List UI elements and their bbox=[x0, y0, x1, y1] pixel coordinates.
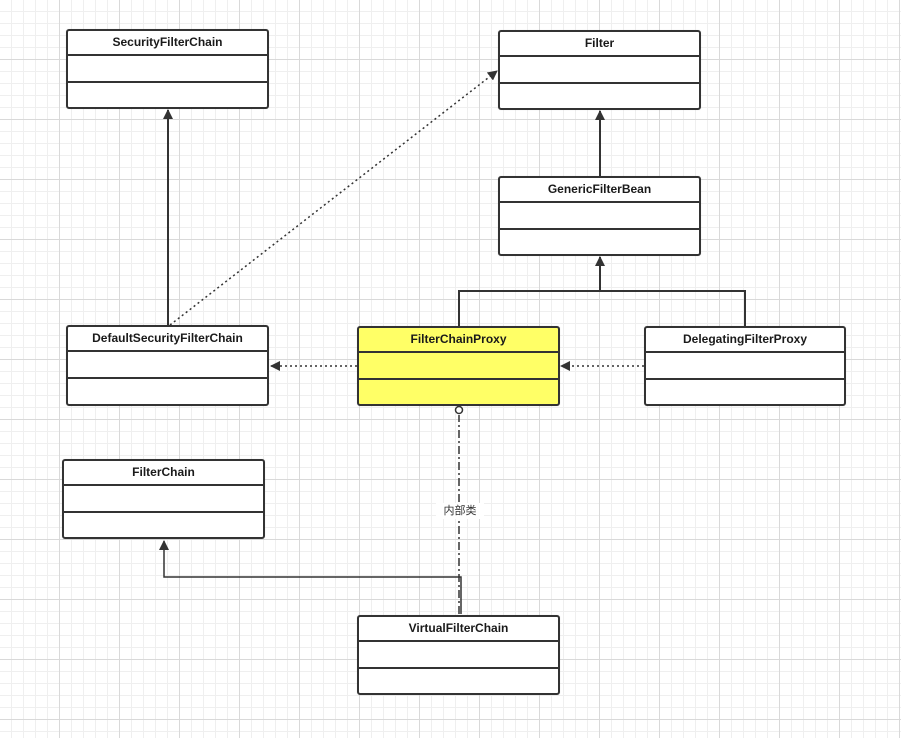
class-filter[interactable]: Filter bbox=[498, 30, 701, 110]
class-defaultsecurityfilterchain[interactable]: DefaultSecurityFilterChain bbox=[66, 325, 269, 406]
methods-section bbox=[500, 230, 699, 255]
methods-section bbox=[646, 380, 844, 405]
methods-section bbox=[64, 513, 263, 538]
class-name: FilterChain bbox=[64, 461, 263, 486]
attributes-section bbox=[68, 56, 267, 83]
class-virtualfilterchain[interactable]: VirtualFilterChain bbox=[357, 615, 560, 695]
edge-virtualfilterchain-to-filterchain bbox=[159, 540, 462, 614]
class-name: DefaultSecurityFilterChain bbox=[68, 327, 267, 352]
class-delegatingfilterproxy[interactable]: DelegatingFilterProxy bbox=[644, 326, 846, 406]
methods-section bbox=[359, 669, 558, 694]
methods-section bbox=[68, 83, 267, 108]
attributes-section bbox=[64, 486, 263, 513]
class-filterchain[interactable]: FilterChain bbox=[62, 459, 265, 539]
methods-section bbox=[359, 380, 558, 405]
attributes-section bbox=[500, 57, 699, 84]
class-name: FilterChainProxy bbox=[359, 328, 558, 353]
inner-class-label: 内部类 bbox=[436, 503, 484, 519]
attributes-section bbox=[359, 642, 558, 669]
class-name: Filter bbox=[500, 32, 699, 57]
edge-delegatingfilterproxy-to-genericfilterbean bbox=[600, 290, 746, 327]
class-name: DelegatingFilterProxy bbox=[646, 328, 844, 353]
class-filterchainproxy[interactable]: FilterChainProxy bbox=[357, 326, 560, 406]
attributes-section bbox=[646, 353, 844, 380]
attributes-section bbox=[359, 353, 558, 380]
attributes-section bbox=[68, 352, 267, 379]
class-name: VirtualFilterChain bbox=[359, 617, 558, 642]
methods-section bbox=[68, 379, 267, 404]
class-name: GenericFilterBean bbox=[500, 178, 699, 203]
inner-class-endpoint-circle bbox=[454, 405, 464, 415]
class-securityfilterchain[interactable]: SecurityFilterChain bbox=[66, 29, 269, 109]
class-genericfilterbean[interactable]: GenericFilterBean bbox=[498, 176, 701, 256]
edge-filterchainproxy-to-genericfilterbean bbox=[458, 290, 600, 327]
edge-default-to-filter bbox=[169, 70, 498, 326]
attributes-section bbox=[500, 203, 699, 230]
class-name: SecurityFilterChain bbox=[68, 31, 267, 56]
methods-section bbox=[500, 84, 699, 109]
